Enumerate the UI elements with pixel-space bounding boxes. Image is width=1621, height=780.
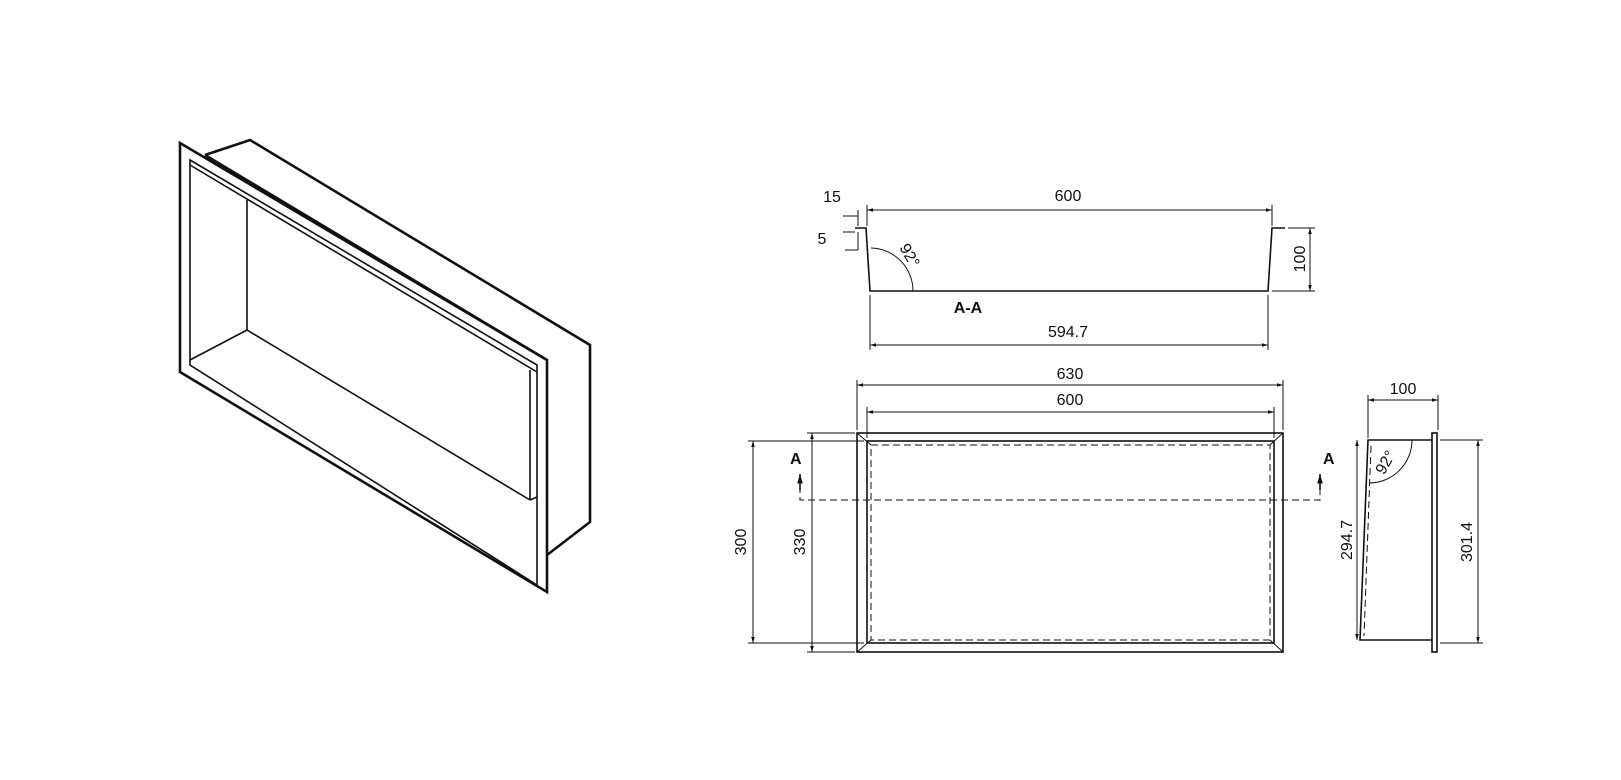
section-mark-left: A: [790, 451, 802, 468]
side-angle-92: 92°: [1373, 448, 1400, 477]
section-line: [799, 475, 1321, 501]
dim-depth-100: 100: [1292, 246, 1309, 273]
dim-300: 300: [733, 529, 750, 556]
isometric-view: [178, 138, 592, 595]
section-mark-right: A: [1323, 451, 1335, 468]
dim-15: 15: [823, 189, 841, 206]
section-label: A-A: [954, 300, 983, 317]
angle-92: 92°: [895, 241, 922, 270]
dim-301-4: 301.4: [1459, 522, 1476, 562]
dim-600: 600: [1057, 392, 1084, 409]
section-view-a-a: 600 594.7 100 15 5 92° A-A: [818, 188, 1315, 350]
dim-594-7: 594.7: [1048, 324, 1088, 341]
front-view: 630 600 300 330 A A: [733, 366, 1335, 653]
side-dim-100: 100: [1390, 381, 1417, 398]
dim-330: 330: [792, 529, 809, 556]
dim-5: 5: [818, 231, 827, 248]
dim-600-top: 600: [1055, 188, 1082, 205]
dim-630: 630: [1057, 366, 1084, 383]
side-view: 100 294.7 301.4 92°: [1339, 381, 1483, 653]
dim-294-7: 294.7: [1339, 520, 1356, 560]
